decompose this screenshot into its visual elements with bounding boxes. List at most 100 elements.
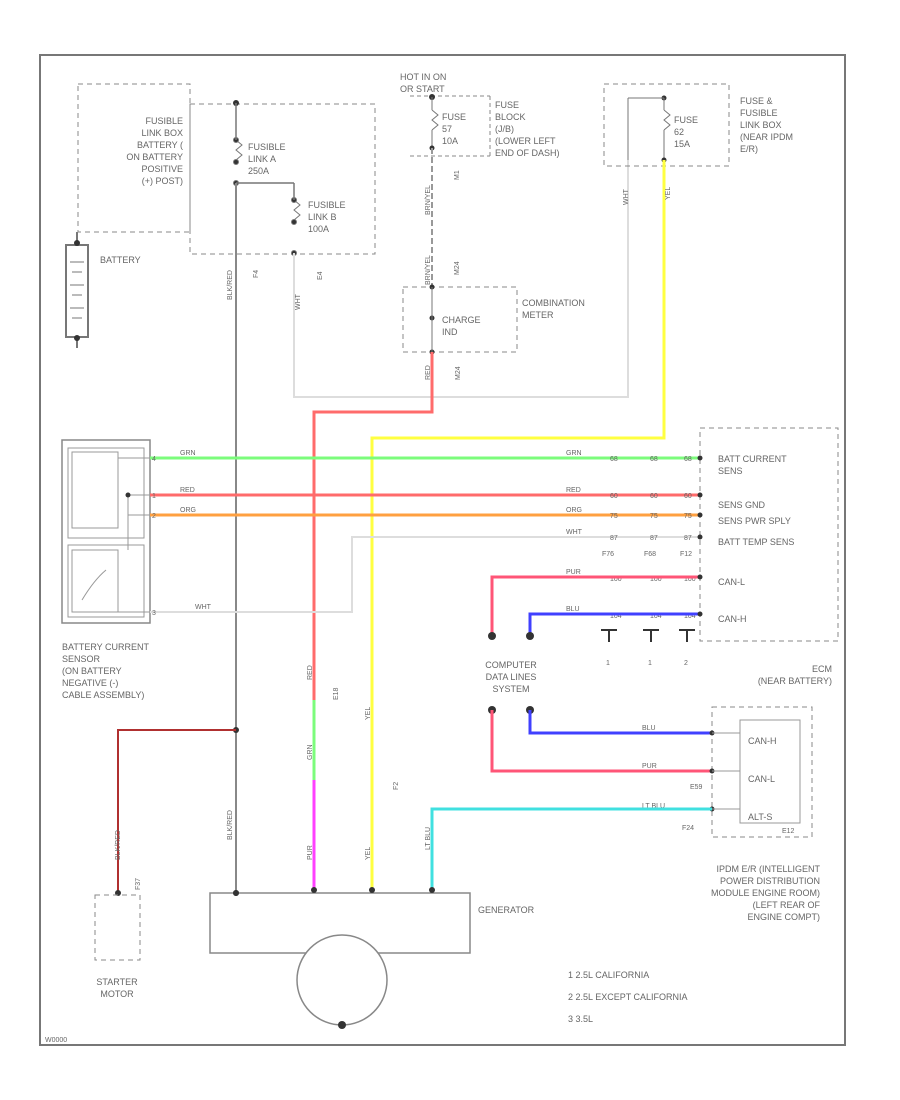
corner-code: W0000 [45,1037,67,1044]
computer-data-lines-label: COMPUTER DATA LINES SYSTEM [485,660,537,694]
svg-text:100: 100 [610,576,622,583]
svg-text:75: 75 [650,513,658,520]
svg-text:BLOCK: BLOCK [495,112,526,122]
fusible-link-box-outline [77,83,191,233]
svg-text:ALT-S: ALT-S [748,812,772,822]
svg-text:BLU: BLU [642,725,656,732]
wire-can-h-ipdm [528,710,712,735]
fusible-box-label: FUSIBLE LINK BOX BATTERY ( ON BATTERY PO… [126,116,183,186]
svg-text:M24: M24 [455,366,462,380]
ipdm-label: IPDM E/R (INTELLIGENT POWER DISTRIBUTION… [711,864,821,922]
svg-text:FUSIBLE: FUSIBLE [248,142,286,152]
svg-text:3 3.5L: 3 3.5L [568,1014,593,1024]
svg-text:E12: E12 [782,828,795,835]
svg-text:SENS PWR SPLY: SENS PWR SPLY [718,516,791,526]
svg-text:RED: RED [425,365,432,380]
svg-text:ECM: ECM [812,664,832,674]
svg-text:ENGINE COMPT): ENGINE COMPT) [747,912,820,922]
svg-text:1: 1 [648,660,652,667]
svg-text:PUR: PUR [307,845,314,860]
fusible-link-a-label: FUSIBLE LINK A 250A [248,142,286,176]
svg-text:104: 104 [610,613,622,620]
svg-text:BLK/RED: BLK/RED [227,810,234,840]
svg-text:F4: F4 [253,270,260,278]
svg-text:PUR: PUR [566,569,581,576]
svg-text:LINK B: LINK B [308,212,337,222]
svg-text:FUSIBLE: FUSIBLE [740,108,778,118]
wire-wht-fusible-b [293,160,629,398]
svg-text:LINK BOX: LINK BOX [141,128,183,138]
starter-motor-outline [94,894,141,961]
svg-text:68: 68 [610,456,618,463]
svg-text:COMBINATION: COMBINATION [522,298,585,308]
svg-text:CHARGE: CHARGE [442,315,481,325]
svg-text:250A: 250A [248,166,269,176]
svg-text:F37: F37 [135,878,142,890]
svg-text:62: 62 [674,127,684,137]
svg-text:(NEAR BATTERY): (NEAR BATTERY) [758,676,832,686]
svg-text:WHT: WHT [566,529,583,536]
svg-text:E18: E18 [333,687,340,700]
svg-text:(LEFT REAR OF: (LEFT REAR OF [753,900,821,910]
svg-text:MOTOR: MOTOR [100,989,134,999]
svg-text:75: 75 [684,513,692,520]
svg-text:GRN: GRN [566,450,582,457]
svg-text:MODULE ENGINE ROOM): MODULE ENGINE ROOM) [711,888,820,898]
fuse-62-symbol [663,98,671,160]
svg-text:10A: 10A [442,136,458,146]
svg-text:DATA LINES: DATA LINES [486,672,537,682]
svg-text:CAN-H: CAN-H [748,736,777,746]
svg-text:OR START: OR START [400,84,445,94]
charge-ind-label: CHARGE IND [442,315,481,337]
svg-text:BATT TEMP SENS: BATT TEMP SENS [718,537,794,547]
svg-text:F76: F76 [602,551,614,558]
battery-current-sensor-outline [61,439,151,624]
wire-can-l-ipdm [490,710,712,773]
battery-symbol [65,232,89,348]
svg-text:RED: RED [307,665,314,680]
svg-text:E/R): E/R) [740,144,758,154]
svg-text:GRN: GRN [307,744,314,760]
svg-text:104: 104 [684,613,696,620]
svg-text:CAN-L: CAN-L [718,577,745,587]
svg-text:BATTERY (: BATTERY ( [137,140,183,150]
svg-text:LINK A: LINK A [248,154,276,164]
ipdm-outline [711,706,813,838]
wire-can-l-pink [490,575,700,635]
wire-red-charge [312,352,434,888]
svg-text:WHT: WHT [195,604,212,611]
svg-text:CABLE ASSEMBLY): CABLE ASSEMBLY) [62,690,144,700]
svg-text:BLU: BLU [566,606,580,613]
svg-text:LT BLU: LT BLU [425,827,432,850]
svg-text:NEGATIVE (-): NEGATIVE (-) [62,678,118,688]
svg-text:BRN/YEL: BRN/YEL [425,185,432,215]
svg-text:YEL: YEL [365,707,372,720]
svg-text:FUSIBLE: FUSIBLE [145,116,183,126]
starter-motor-label: STARTER MOTOR [96,977,138,999]
svg-text:100: 100 [650,576,662,583]
svg-text:FUSE: FUSE [674,115,698,125]
svg-text:87: 87 [610,535,618,542]
svg-text:(LOWER LEFT: (LOWER LEFT [495,136,556,146]
fusible-link-a-symbol [233,137,243,186]
svg-text:60: 60 [610,493,618,500]
svg-text:(ON BATTERY: (ON BATTERY [62,666,122,676]
svg-text:YEL: YEL [365,847,372,860]
svg-text:LINK BOX: LINK BOX [740,120,782,130]
svg-text:(+) POST): (+) POST) [142,176,183,186]
svg-text:BLK/RED: BLK/RED [227,270,234,300]
sensor-pin-labels: 4 1 2 3 [152,456,156,617]
svg-text:4: 4 [152,456,156,463]
svg-text:FUSIBLE: FUSIBLE [308,200,346,210]
svg-text:E59: E59 [690,784,703,791]
svg-text:1 2.5L CALIFORNIA: 1 2.5L CALIFORNIA [568,970,649,980]
fuse-57-label: FUSE 57 10A [442,112,466,146]
diagram-frame [39,54,846,1046]
svg-text:YEL: YEL [665,187,672,200]
fuse-62-label: FUSE 62 15A [674,115,698,149]
wire-yellow-sense [370,160,666,888]
svg-text:2: 2 [684,660,688,667]
svg-text:104: 104 [650,613,662,620]
svg-text:E4: E4 [317,271,324,280]
svg-text:IPDM E/R (INTELLIGENT: IPDM E/R (INTELLIGENT [716,864,820,874]
